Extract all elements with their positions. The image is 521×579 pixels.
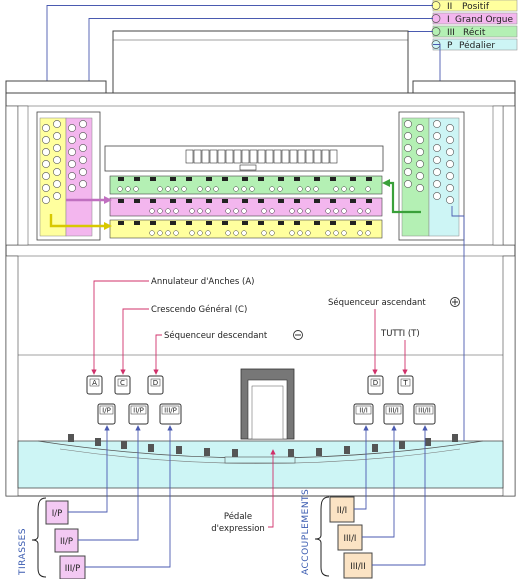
label-expression: d'expression (211, 524, 265, 534)
stop-jamb-left (36, 111, 101, 241)
label-seq-asc: Séquenceur ascendant (328, 297, 426, 308)
coupler-pistons: II/I III/I III/II (353, 403, 436, 425)
box-label: I/P (52, 509, 63, 519)
label-tutti: TUTTI (T) (380, 329, 420, 339)
tirasse-pistons: I/P II/P III/P (97, 403, 182, 425)
piston-seq-desc[interactable]: D (147, 375, 164, 395)
legend-code: I (447, 15, 450, 25)
legend-name: Récit (463, 27, 486, 38)
piston-label: C (120, 379, 125, 387)
label-annulateur: Annulateur d'Anches (A) (151, 277, 255, 287)
tirasses-label: TIRASSES (18, 528, 28, 576)
tirasse-boxes: I/P II/P III/P (45, 500, 86, 579)
box-tirasse-iii-p: III/P (59, 555, 86, 579)
legend-code: III (447, 28, 455, 38)
label-pedale: Pédale (224, 511, 252, 522)
box-coupler-ii-i: II/I (329, 496, 355, 523)
annotation-labels: Annulateur d'Anches (A) Crescendo Généra… (151, 277, 460, 341)
stop-jamb-right (398, 111, 465, 241)
minus-circle-icon (293, 330, 303, 340)
piston-label: T (402, 379, 408, 387)
box-label: III/P (65, 564, 81, 574)
piston-label: III/II (418, 407, 431, 415)
box-label: III/I (344, 534, 357, 544)
piston-label: III/P (164, 407, 177, 415)
box-coupler-iii-ii: III/II (343, 552, 373, 579)
piston-coupler-iii-i[interactable]: III/I (383, 403, 404, 425)
piston-annulateur[interactable]: A (86, 375, 103, 395)
legend-item-grand-orgue: I Grand Orgue (431, 12, 518, 25)
legend-item-positif: II Positif (431, 0, 518, 12)
legend-item-recit: III Récit (431, 25, 518, 38)
piston-label: D (153, 379, 158, 387)
box-label: II/I (337, 506, 347, 516)
box-coupler-iii-i: III/I (337, 524, 363, 551)
piston-coupler-ii-i[interactable]: II/I (353, 403, 374, 425)
box-tirasse-i-p: I/P (45, 500, 69, 525)
accouplements-label: ACCOUPLEMENTS (301, 489, 311, 575)
left-pistons-upper: A C D (86, 375, 164, 395)
right-pistons-upper: D T (367, 375, 414, 395)
piston-label: A (92, 379, 97, 387)
piston-tirasse-i-p[interactable]: I/P (97, 403, 116, 425)
box-label: II/P (60, 537, 73, 547)
box-label: III/II (350, 562, 365, 572)
manual-arrows (49, 179, 421, 230)
piston-coupler-iii-ii[interactable]: III/II (413, 403, 436, 425)
label-leaders (91, 280, 408, 375)
piston-crescendo[interactable]: C (114, 375, 131, 395)
manual-recit (109, 175, 383, 195)
pedalboard (17, 434, 504, 489)
piston-tutti[interactable]: T (397, 375, 414, 395)
box-tirasse-ii-p: II/P (54, 528, 79, 553)
accouplements-group: ACCOUPLEMENTS (301, 489, 330, 577)
tirasses-group: TIRASSES (18, 497, 47, 578)
label-crescendo: Crescendo Général (C) (151, 304, 247, 315)
manual-grand-orgue (109, 197, 383, 217)
plus-circle-icon (450, 297, 460, 307)
legend-name: Grand Orgue (455, 15, 514, 25)
legend-name: Pédalier (459, 40, 495, 51)
piston-tirasse-ii-p[interactable]: II/P (128, 403, 149, 425)
legend-code: II (447, 2, 452, 12)
coupler-boxes: II/I III/I III/II (329, 496, 373, 579)
piston-label: II/I (359, 407, 368, 415)
piston-label: III/I (388, 407, 399, 415)
piston-leaders (68, 425, 428, 568)
legend-item-pedalier: P Pédalier (431, 38, 518, 51)
expression-pedal-housing (240, 368, 295, 440)
manual-positif (109, 219, 383, 239)
expression-pedal-label: Pédale d'expression (211, 449, 276, 534)
piston-tirasse-iii-p[interactable]: III/P (159, 403, 182, 425)
piston-label: I/P (102, 407, 111, 415)
piston-seq-asc[interactable]: D (367, 375, 384, 395)
legend: II Positif I Grand Orgue III Récit P Péd… (431, 0, 518, 51)
label-seq-desc: Séquenceur descendant (164, 330, 268, 341)
legend-code: P (447, 41, 453, 51)
indicator-panel (104, 145, 384, 172)
piston-label: D (373, 379, 378, 387)
legend-name: Positif (462, 2, 490, 12)
piston-label: II/P (133, 407, 144, 415)
